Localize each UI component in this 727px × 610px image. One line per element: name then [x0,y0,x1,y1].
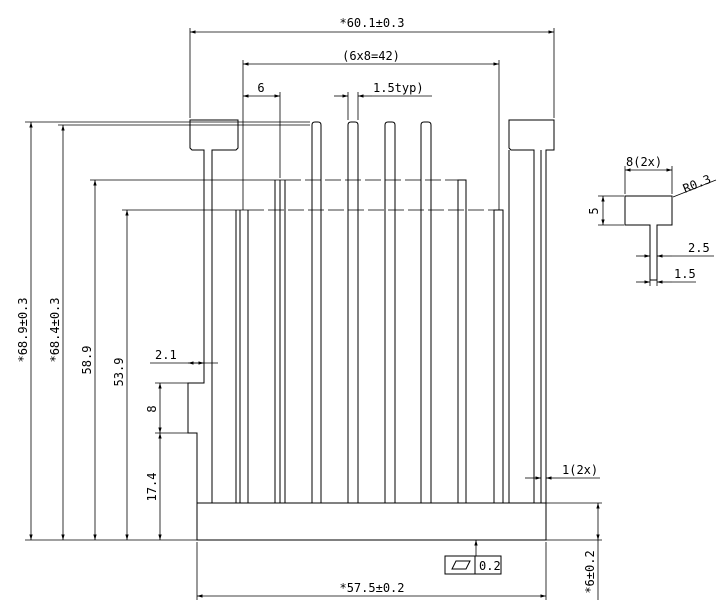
base-height-dimension: *6±0.2 [546,502,602,600]
height-b-label: *68.4±0.3 [48,297,62,362]
base-height-label: *6±0.2 [583,550,597,593]
left-wall [187,119,239,503]
height-c-label: 58.9 [80,346,94,375]
stem-a-label: 2.5 [688,241,710,255]
edge-fin-label: 1(2x) [562,463,598,477]
height-dimensions: *68.9±0.3 *68.4±0.3 58.9 53.9 [16,121,310,541]
height-d-label: 53.9 [112,358,126,387]
flatness-callout: 0.2 [444,540,502,575]
flatness-value: 0.2 [479,559,501,573]
fin-gap-dimension: 6 [243,81,281,178]
radius-label: R0.3 [681,172,713,196]
overall-width-dimension: *60.1±0.3 [189,16,555,118]
base-width-label: *57.5±0.2 [339,581,404,595]
overall-width-label: *60.1±0.3 [339,16,404,30]
base-width-dimension: *57.5±0.2 [196,542,547,600]
tab-width-label: 8(2x) [626,155,662,169]
stem-b-label: 1.5 [674,267,696,281]
fin-group [211,121,510,503]
heatsink-profile [187,119,555,541]
fin-span-label: (6x8=42) [342,49,400,63]
fin-span-dimension: (6x8=42) [242,49,500,210]
notch-offset-label: 17.4 [145,473,159,502]
base-plate [196,503,547,541]
fin-tip-detail: 8(2x) R0.3 5 2.5 1.5 [587,155,717,286]
notch-depth-label: 2.1 [155,348,177,362]
fin-gap-label: 6 [257,81,264,95]
fin-thickness-dimension: 1.5typ) [334,81,432,120]
fin-thickness-label: 1.5typ) [373,81,424,95]
tab-height-label: 5 [587,207,601,214]
flatness-icon [451,560,471,570]
height-a-label: *68.9±0.3 [16,297,30,362]
notch-dimensions: 2.1 8 17.4 [145,348,218,540]
edge-fin-dimension: 1(2x) [525,463,600,480]
notch-height-label: 8 [145,405,159,412]
right-wall [508,119,555,503]
